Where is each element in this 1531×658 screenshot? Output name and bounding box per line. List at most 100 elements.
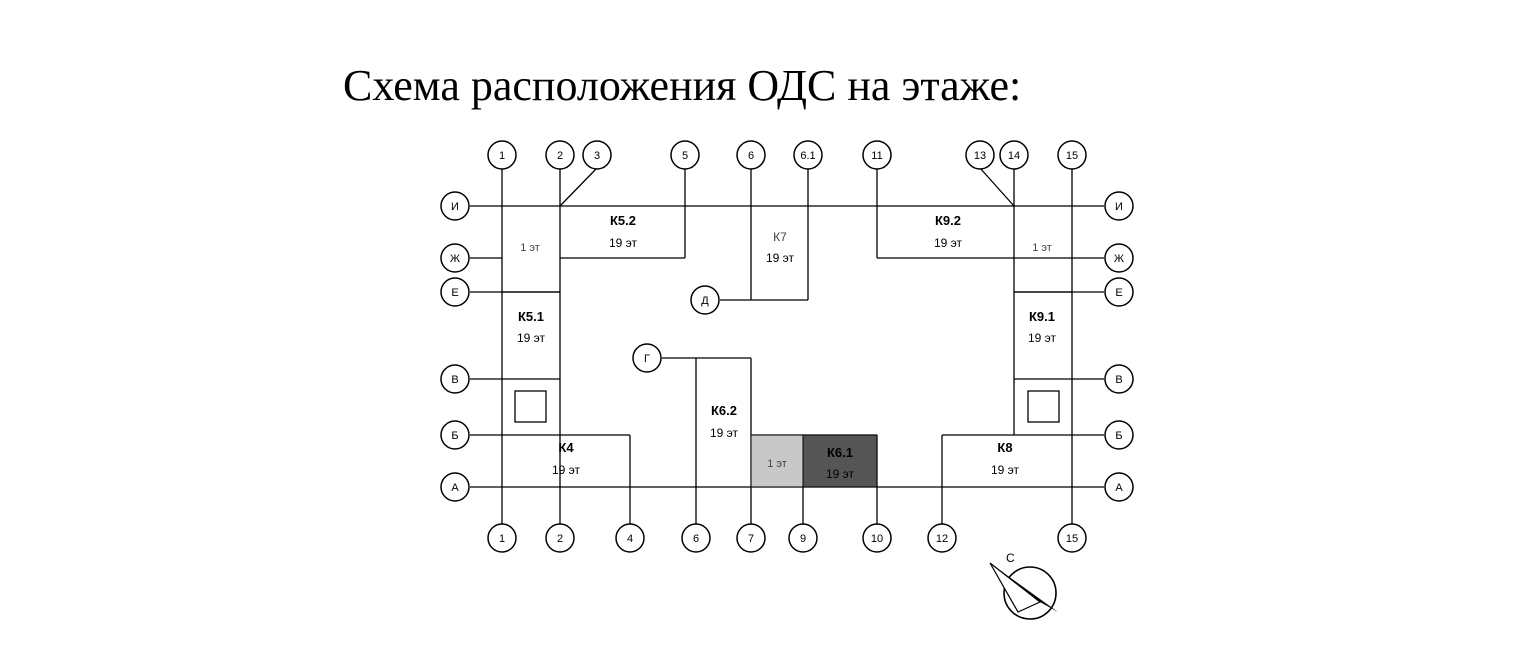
axis-bottom-1-label: 2 — [557, 533, 563, 545]
axis-bottom-8-label: 15 — [1066, 533, 1078, 545]
axis-bottom-8: 15 — [1057, 523, 1087, 553]
axis-right-1-label: Ж — [1114, 253, 1124, 265]
axis-top-4: 6 — [736, 140, 766, 170]
axis-left-2-label: Е — [451, 287, 458, 299]
axis-right-3: В — [1104, 364, 1134, 394]
compass-north-label: С — [1006, 551, 1015, 565]
axis-left-0-label: И — [451, 201, 459, 213]
k61-low-floors: 1 эт — [767, 458, 787, 470]
axis-bottom-6-label: 10 — [871, 533, 883, 545]
axis-bottom-0: 1 — [487, 523, 517, 553]
axis-right-4: Б — [1104, 420, 1134, 450]
axis-top-2: 3 — [582, 140, 612, 170]
axis-top-8: 14 — [999, 140, 1029, 170]
k52-floors: 19 эт — [609, 236, 638, 250]
axis-top-9-label: 15 — [1066, 150, 1078, 162]
k61-low-block — [750, 434, 804, 488]
k7-name: К7 — [773, 230, 787, 244]
axis-bottom-3-label: 6 — [693, 533, 699, 545]
k51-floors: 19 эт — [517, 331, 546, 345]
k91-top-floors: 1 эт — [1032, 242, 1052, 254]
grid-line-3-diagonal — [559, 167, 598, 207]
north-compass-icon: С — [989, 551, 1058, 620]
k8-floors: 19 эт — [991, 463, 1020, 477]
axis-top-5: 6.1 — [793, 140, 823, 170]
axis-bottom-5: 9 — [788, 523, 818, 553]
k61-name: К6.1 — [827, 445, 853, 460]
k92-floors: 19 эт — [934, 236, 963, 250]
axis-right-2: Е — [1104, 277, 1134, 307]
k4-name: К4 — [558, 440, 574, 455]
axis-top-7-label: 13 — [974, 150, 986, 162]
axis-left-1-label: Ж — [450, 253, 460, 265]
k51-name: К5.1 — [518, 309, 544, 324]
axis-right-5-label: А — [1115, 482, 1123, 494]
grid-line-13-diagonal — [979, 167, 1015, 207]
stair-square-left — [514, 390, 547, 423]
axis-left-2: Е — [440, 277, 470, 307]
axis-top-5-label: 6.1 — [800, 150, 815, 162]
top-axis-markers: 1 2 3 5 6 6.1 11 13 14 15 — [487, 140, 1087, 170]
axis-bottom-4: 7 — [736, 523, 766, 553]
axis-inner-1-label: Г — [644, 353, 650, 365]
axis-top-0: 1 — [487, 140, 517, 170]
axis-inner-0: Д — [690, 285, 720, 315]
k91-floors: 19 эт — [1028, 331, 1057, 345]
stair-square-right — [1027, 390, 1060, 423]
axis-bottom-4-label: 7 — [748, 533, 754, 545]
axis-left-5: А — [440, 472, 470, 502]
k7-floors: 19 эт — [766, 251, 795, 265]
axis-right-5: А — [1104, 472, 1134, 502]
axis-bottom-6: 10 — [862, 523, 892, 553]
axis-top-1: 2 — [545, 140, 575, 170]
axis-left-3-label: В — [451, 374, 458, 386]
k8-name: К8 — [997, 440, 1012, 455]
axis-top-6: 11 — [862, 140, 892, 170]
axis-inner-0-label: Д — [701, 295, 709, 307]
axis-right-3-label: В — [1115, 374, 1122, 386]
axis-bottom-1: 2 — [545, 523, 575, 553]
axis-top-1-label: 2 — [557, 150, 563, 162]
k4-floors: 19 эт — [552, 463, 581, 477]
k62-name: К6.2 — [711, 403, 737, 418]
axis-left-4: Б — [440, 420, 470, 450]
axis-bottom-7-label: 12 — [936, 533, 948, 545]
axis-right-0-label: И — [1115, 201, 1123, 213]
page-title: Схема расположения ОДС на этаже: — [343, 61, 1022, 110]
left-axis-markers: И Ж Е В Б А — [440, 191, 470, 502]
k61-floors: 19 эт — [826, 467, 855, 481]
right-axis-markers: И Ж Е В Б А — [1104, 191, 1134, 502]
axis-top-8-label: 14 — [1008, 150, 1020, 162]
k51-top-floors: 1 эт — [520, 242, 540, 254]
axis-top-3-label: 5 — [682, 150, 688, 162]
axis-bottom-0-label: 1 — [499, 533, 505, 545]
axis-top-4-label: 6 — [748, 150, 754, 162]
inner-axis-markers: ДГ — [632, 285, 720, 373]
axis-left-3: В — [440, 364, 470, 394]
axis-bottom-3: 6 — [681, 523, 711, 553]
axis-right-0: И — [1104, 191, 1134, 221]
axis-bottom-7: 12 — [927, 523, 957, 553]
axis-top-2-label: 3 — [594, 150, 600, 162]
axis-top-9: 15 — [1057, 140, 1087, 170]
axis-top-3: 5 — [670, 140, 700, 170]
axis-top-0-label: 1 — [499, 150, 505, 162]
k61-block — [802, 434, 878, 488]
axis-right-2-label: Е — [1115, 287, 1122, 299]
axis-top-7: 13 — [965, 140, 995, 170]
axis-right-1: Ж — [1104, 243, 1134, 273]
axis-inner-1: Г — [632, 343, 662, 373]
axis-left-4-label: Б — [451, 430, 458, 442]
axis-bottom-2-label: 4 — [627, 533, 633, 545]
axis-left-0: И — [440, 191, 470, 221]
axis-bottom-2: 4 — [615, 523, 645, 553]
k62-floors: 19 эт — [710, 426, 739, 440]
axis-top-6-label: 11 — [871, 150, 882, 162]
axis-left-1: Ж — [440, 243, 470, 273]
axis-bottom-5-label: 9 — [800, 533, 806, 545]
k91-name: К9.1 — [1029, 309, 1055, 324]
axis-right-4-label: Б — [1115, 430, 1122, 442]
axis-left-5-label: А — [451, 482, 459, 494]
